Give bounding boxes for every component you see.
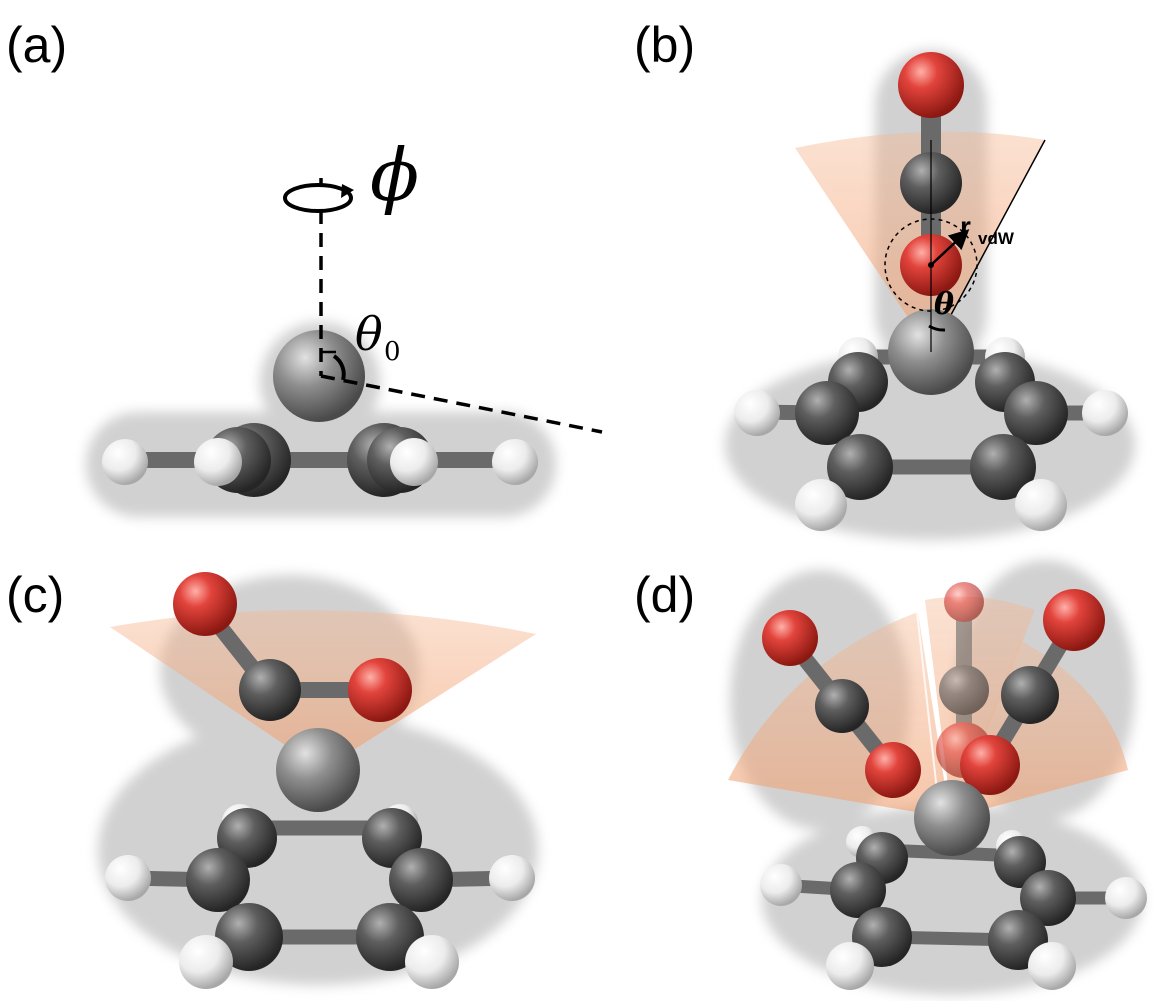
panel-d: (d) xyxy=(634,560,1147,995)
angle-arc-a xyxy=(332,354,346,381)
panel-c-label: (c) xyxy=(6,567,64,623)
benzene-a xyxy=(102,423,538,497)
co2-molecule-c xyxy=(173,572,412,722)
rvdw-label: r xyxy=(960,211,971,242)
vdw-radius-circle xyxy=(884,218,978,312)
rotation-arrow-icon xyxy=(283,178,354,213)
benzene-c xyxy=(105,804,535,989)
theta-symbol: θ xyxy=(934,287,954,322)
vdw-radius-arrow xyxy=(930,229,970,266)
benzene-b xyxy=(734,337,1128,531)
co2-molecule-d-middle xyxy=(936,582,992,778)
panel-b: (b) xyxy=(634,17,1135,540)
panel-a-label: (a) xyxy=(6,17,67,73)
metal-atom-d xyxy=(914,780,990,856)
panel-b-label: (b) xyxy=(634,17,695,73)
tilt-axis xyxy=(320,374,603,434)
angle-arc-b xyxy=(928,324,946,332)
metal-atom-c xyxy=(276,728,360,812)
benzene-d xyxy=(760,826,1147,990)
panel-c: (c) xyxy=(6,567,538,989)
rvdw-subscript: vdW xyxy=(978,229,1015,248)
theta0-symbol: θ xyxy=(355,307,383,361)
theta0-subscript: 0 xyxy=(384,337,401,367)
phi-symbol: ϕ xyxy=(370,133,419,217)
metal-atom-a xyxy=(273,330,365,422)
panel-d-label: (d) xyxy=(634,567,695,623)
panel-a: (a) ϕ xyxy=(6,17,603,517)
co2-molecule-d-right xyxy=(960,589,1105,795)
co2-molecule-d-left xyxy=(762,610,921,798)
